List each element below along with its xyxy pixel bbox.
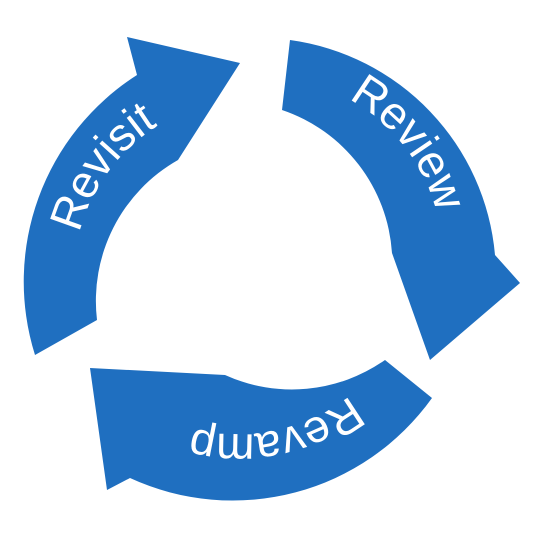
- revisit-arrow: [23, 37, 240, 355]
- revamp-arrow: [90, 360, 432, 501]
- review-arrow: [282, 40, 520, 360]
